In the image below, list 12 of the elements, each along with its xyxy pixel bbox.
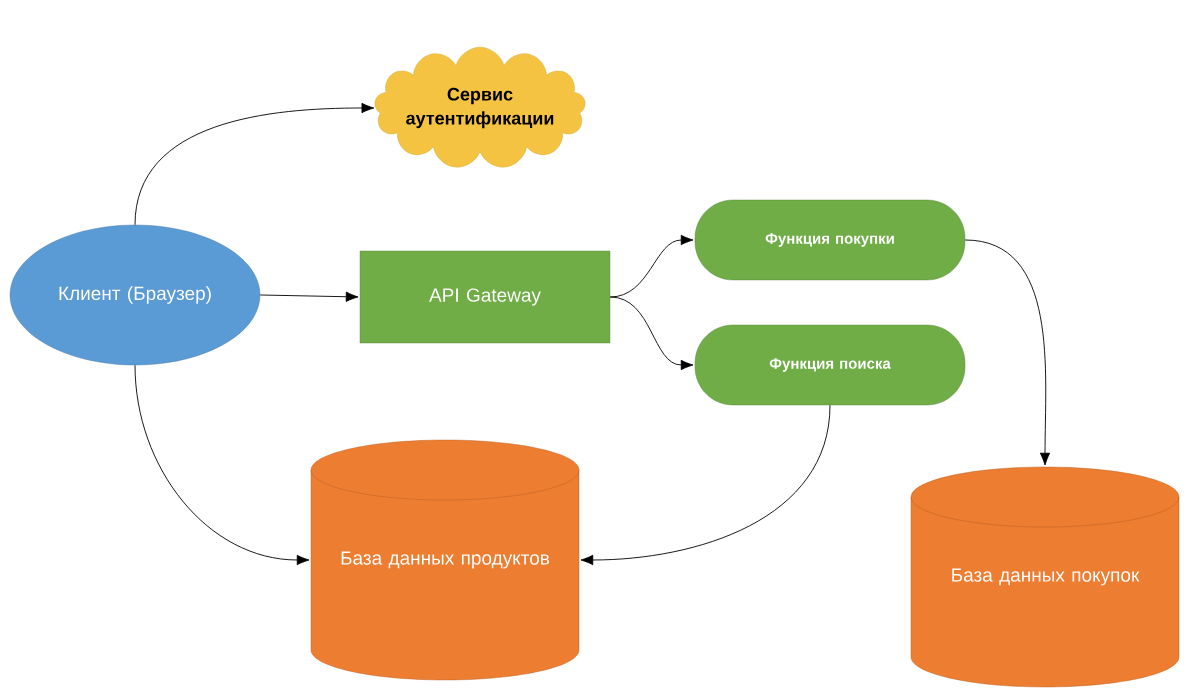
arrow: [134, 102, 375, 226]
arrow: [134, 364, 310, 566]
database-cylinder: База данных продуктов: [310, 439, 580, 681]
function-box: Функция поиска: [694, 324, 966, 406]
arrow: [580, 404, 831, 566]
arrow: [964, 239, 1051, 466]
arrow: [259, 291, 359, 302]
database-cylinder: База данных покупок: [910, 466, 1180, 688]
gateway-box: API Gateway: [359, 250, 611, 344]
arrow: [609, 296, 694, 371]
arrow: [609, 234, 694, 298]
function-box: Функция покупки: [694, 199, 966, 281]
